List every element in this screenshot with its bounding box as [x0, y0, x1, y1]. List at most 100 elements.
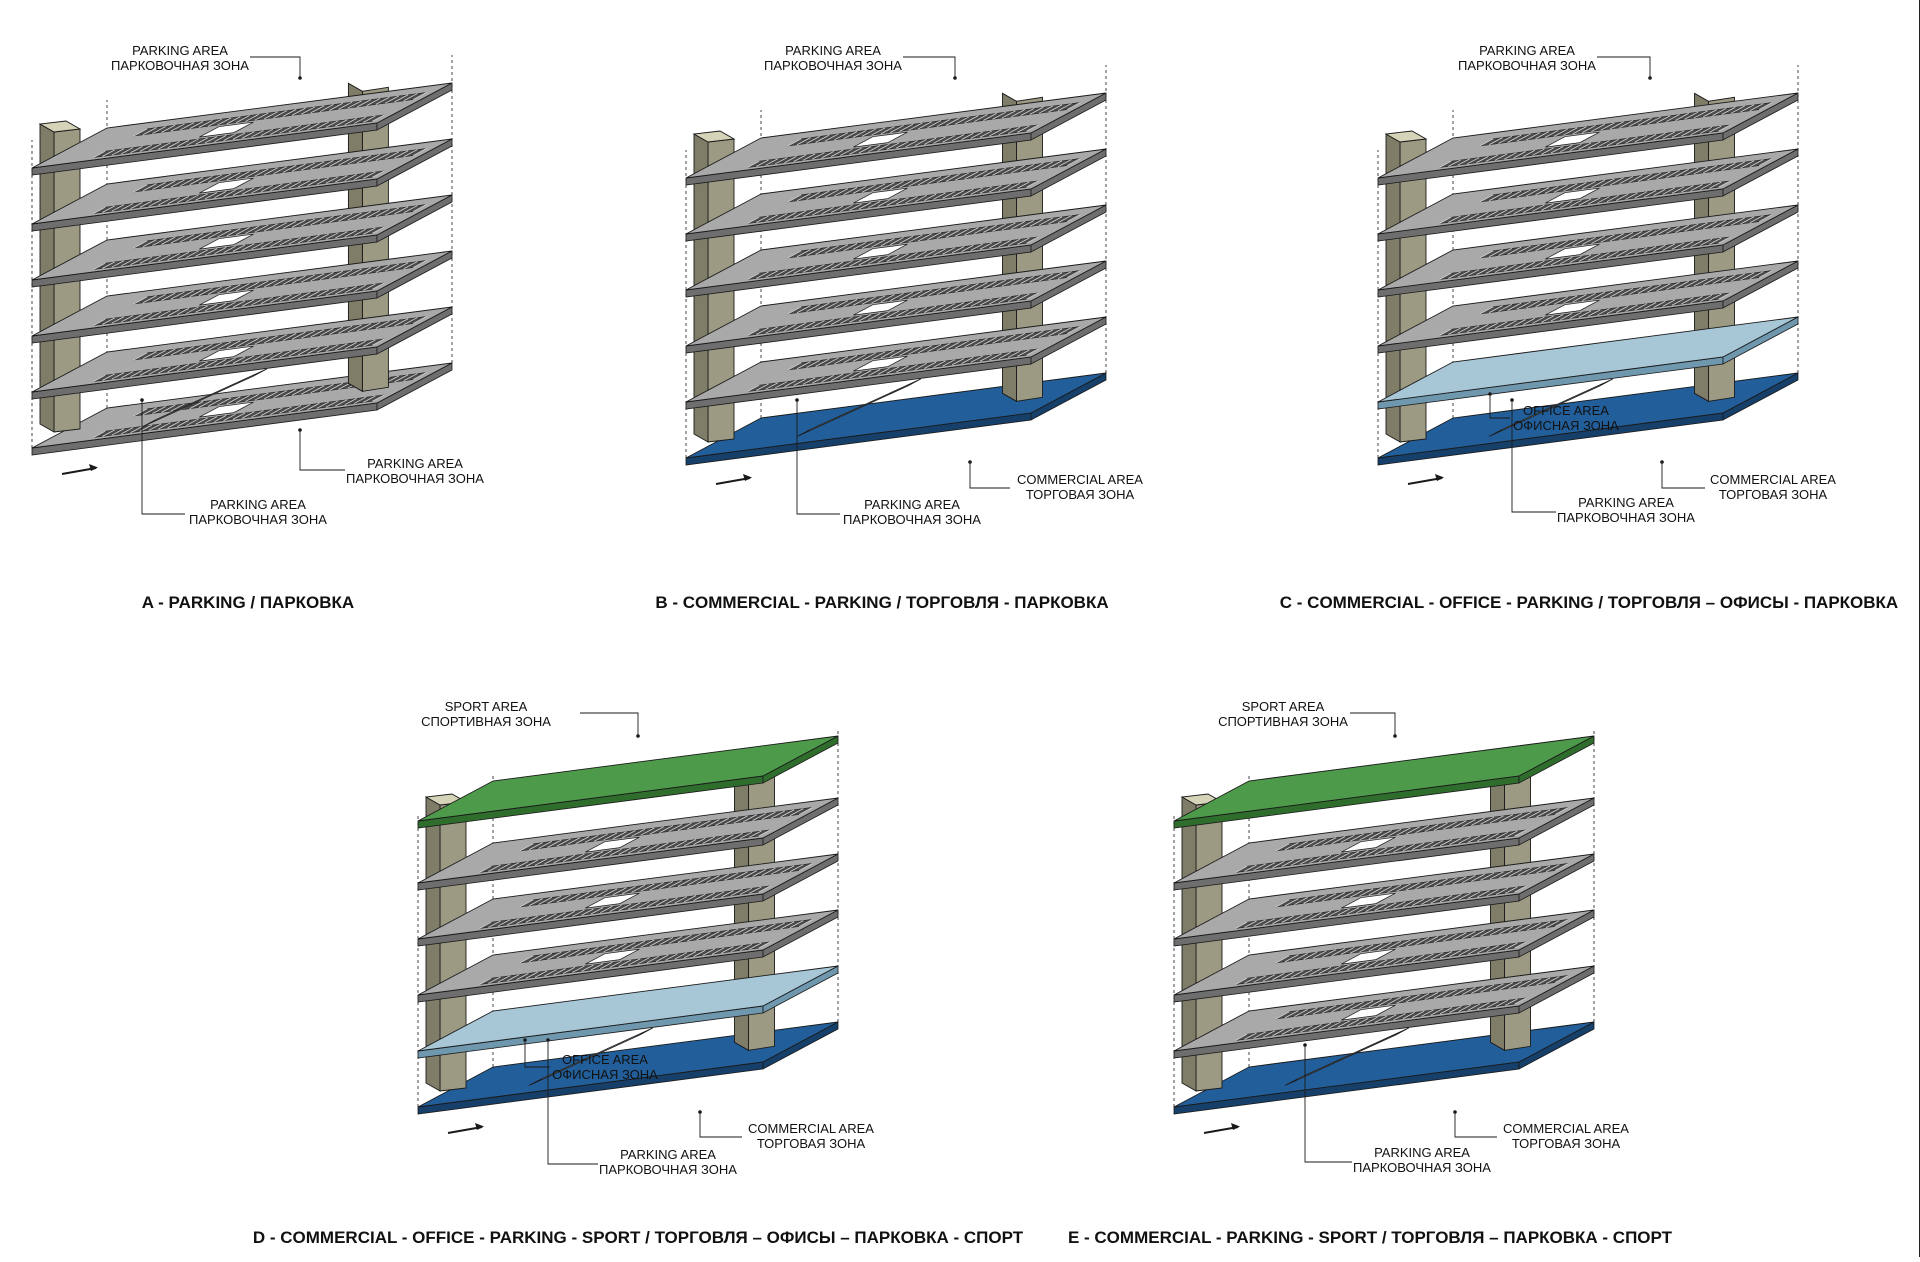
stall-mark — [279, 350, 292, 358]
stall-mark — [235, 339, 250, 347]
stall-mark — [254, 168, 269, 177]
stall-mark — [961, 132, 974, 141]
stall-mark — [310, 273, 325, 282]
stall-mark — [1322, 949, 1336, 958]
stall-mark — [1029, 106, 1044, 115]
stall-mark — [1452, 820, 1467, 829]
b-commercial-leader — [969, 462, 1010, 489]
stall-mark — [1337, 852, 1350, 860]
stall-mark — [297, 180, 311, 188]
stall-mark — [1374, 959, 1388, 967]
light-well — [853, 131, 908, 148]
stall-mark — [668, 936, 683, 944]
stall-mark — [235, 171, 250, 179]
stall-mark — [1253, 975, 1267, 983]
stall-mark — [273, 222, 288, 231]
stall-mark — [798, 862, 813, 871]
stall-mark — [223, 245, 236, 253]
stall-mark — [1625, 248, 1638, 256]
stall-mark — [310, 105, 325, 114]
stall-mark — [765, 270, 779, 278]
stall-mark — [161, 124, 176, 133]
stall-mark — [1057, 103, 1072, 112]
b-bottom-parking-label-ru: ПАРКОВОЧНАЯ ЗОНА — [843, 512, 981, 527]
stall-mark — [1477, 946, 1490, 954]
light-well — [199, 177, 254, 194]
stall-mark — [1294, 953, 1309, 961]
stall-mark — [1516, 189, 1531, 198]
stall-mark — [1581, 181, 1596, 189]
stall-mark — [1235, 977, 1248, 985]
stall-mark — [488, 920, 501, 928]
stall-mark — [1684, 279, 1699, 288]
stall-mark — [1480, 816, 1495, 825]
stall-mark — [1578, 254, 1592, 262]
stall-mark — [1699, 182, 1713, 190]
d-commercial-leader-dot — [698, 1110, 702, 1114]
light-well — [1545, 187, 1600, 204]
entry-ramp — [1488, 378, 1614, 437]
stall-mark — [1039, 161, 1053, 170]
stall-mark — [1448, 215, 1461, 223]
stall-mark — [148, 143, 162, 151]
stall-mark — [198, 343, 213, 352]
stall-mark — [176, 251, 190, 260]
stall-mark — [273, 390, 288, 399]
stall-mark — [1504, 208, 1517, 216]
stall-mark — [170, 403, 185, 412]
stall-mark — [1384, 1014, 1397, 1022]
stall-mark — [158, 310, 171, 318]
stall-mark — [1452, 932, 1467, 941]
stall-mark — [674, 896, 688, 904]
stall-mark — [1550, 202, 1564, 210]
stall-mark — [273, 278, 288, 287]
stall-mark — [329, 158, 344, 167]
stall-mark — [581, 908, 594, 916]
stall-mark — [394, 318, 409, 327]
stall-mark — [1527, 810, 1541, 819]
stall-mark — [1443, 933, 1458, 942]
stall-mark — [251, 186, 264, 194]
stall-mark — [195, 417, 208, 425]
stall-mark — [1458, 892, 1471, 900]
stall-mark — [288, 181, 302, 189]
stall-mark — [1665, 226, 1680, 235]
stall-mark — [161, 348, 176, 357]
stall-mark — [403, 93, 418, 102]
stall-mark — [1721, 218, 1736, 227]
stall-mark — [1709, 125, 1722, 133]
stall-mark — [1384, 846, 1397, 854]
stall-mark — [1467, 891, 1481, 899]
stall-mark — [970, 355, 983, 363]
d-office-leader — [524, 1040, 550, 1068]
stall-mark — [581, 852, 594, 860]
stall-mark — [1690, 184, 1703, 192]
stall-mark — [1340, 1002, 1355, 1011]
stall-mark — [1284, 898, 1299, 907]
light-well — [853, 243, 908, 260]
stall-mark — [905, 364, 918, 372]
stall-mark — [1591, 179, 1606, 188]
stall-mark — [834, 188, 848, 197]
stall-mark — [307, 178, 320, 187]
stall-mark — [1681, 297, 1694, 305]
d-commercial-leader — [699, 1112, 742, 1138]
stall-mark — [347, 212, 362, 221]
stall-mark — [1476, 267, 1489, 276]
stall-mark — [936, 287, 951, 295]
stall-mark — [1712, 164, 1727, 172]
b-commercial-leader-dot — [968, 460, 972, 464]
stall-mark — [180, 346, 194, 355]
stall-mark — [1526, 300, 1540, 309]
stall-mark — [1331, 836, 1346, 845]
stall-mark — [1527, 978, 1541, 987]
slab-top-ground — [417, 1021, 839, 1108]
stall-mark — [538, 953, 553, 961]
a-top-parking-label-ru: ПАРКОВОЧНАЯ ЗОНА — [111, 58, 249, 73]
a-right-parking-label-ru: ПАРКОВОЧНАЯ ЗОНА — [346, 471, 484, 486]
stall-mark — [1615, 137, 1629, 145]
stall-mark — [964, 339, 979, 348]
stall-mark — [403, 149, 418, 158]
a-right-parking-label-en: PARKING AREA — [367, 456, 463, 471]
stall-mark — [152, 406, 167, 414]
